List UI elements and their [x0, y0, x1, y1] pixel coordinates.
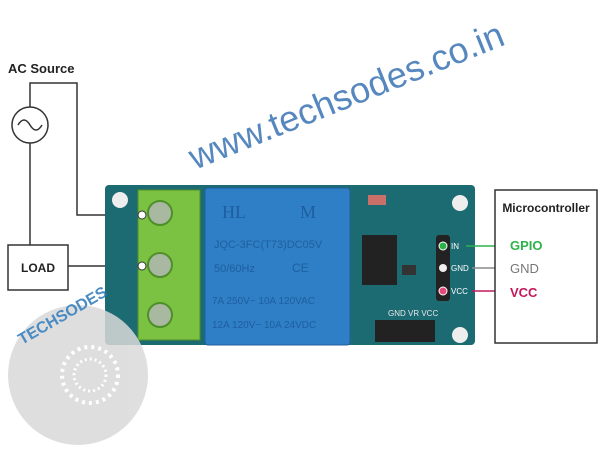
relay-model: JQC-3FC(T73)DC05V [214, 239, 323, 251]
terminal-com-point [137, 210, 147, 220]
relay-rating-2: 12A 120V~ 10A 24VDC [212, 320, 316, 331]
gnd-label: GND [510, 261, 539, 276]
header-labels: GND VR VCC [388, 309, 438, 318]
terminal-no-point [137, 261, 147, 271]
vcc-label: VCC [510, 285, 538, 300]
smd-component [402, 265, 416, 275]
resistor [368, 195, 386, 205]
optocoupler-chip [362, 235, 397, 285]
load-label: LOAD [21, 261, 55, 275]
relay-frequency: 50/60Hz [214, 263, 255, 275]
mount-hole [112, 192, 128, 208]
relay-ce-mark: CE [292, 261, 309, 275]
watermark-url: www.techsodes.co.in [182, 13, 510, 177]
load-box [7, 244, 69, 291]
pin-in-label: IN [451, 242, 459, 251]
jumper-header [375, 320, 435, 342]
pin-gnd-label: GND [451, 264, 469, 273]
screw-terminals [147, 200, 173, 328]
pin-vcc-label: VCC [451, 287, 468, 296]
microcontroller-box [494, 189, 598, 344]
relay-rating-1: 7A 250V~ 10A 120VAC [212, 296, 315, 307]
mount-hole [452, 195, 468, 211]
relay-brand-left: HL [222, 202, 246, 222]
sine-wave-icon [17, 119, 43, 131]
mount-hole [452, 327, 468, 343]
microcontroller-label: Microcontroller [502, 201, 590, 215]
ac-source-label: AC Source [8, 61, 74, 76]
relay-brand-right: M [300, 202, 316, 222]
relay-component [204, 187, 351, 346]
gpio-label: GPIO [510, 238, 543, 253]
wire-ac-to-com [29, 82, 138, 216]
